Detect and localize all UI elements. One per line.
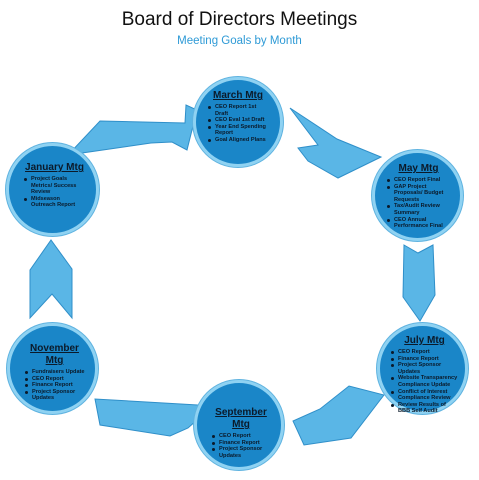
july-item: Finance Report bbox=[390, 356, 459, 363]
november-item: CEO Report bbox=[24, 376, 85, 383]
july-item: Review Results of BBB Self Audit bbox=[390, 402, 459, 415]
july-meeting-node: July Mtg CEO Report Finance Report Proje… bbox=[377, 323, 468, 414]
july-meeting-title: July Mtg bbox=[404, 335, 445, 346]
march-meeting-title: March Mtg bbox=[213, 90, 263, 101]
july-item: Website Transparency Compliance Update bbox=[390, 375, 459, 388]
may-meeting-title: May Mtg bbox=[398, 163, 439, 174]
march-meeting-node: March Mtg CEO Report 1st Draft CEO Eval … bbox=[193, 77, 283, 167]
july-item: CEO Report bbox=[390, 349, 459, 356]
arrow-july-to-september bbox=[292, 385, 385, 446]
arrow-january-to-march bbox=[66, 104, 198, 156]
november-item: Project Sponsor Updates bbox=[24, 389, 85, 402]
arrow-november-to-january bbox=[29, 239, 73, 320]
january-item: Midseason Outreach Report bbox=[23, 196, 86, 209]
march-item: Goal Aligned Plans bbox=[207, 137, 269, 144]
november-meeting-node: November Mtg Fundraisers Update CEO Repo… bbox=[7, 323, 98, 414]
may-item: CEO Report Final bbox=[386, 177, 451, 184]
july-item: Conflict of Interest Compliance Review bbox=[390, 389, 459, 402]
march-item: Year End Spending Report bbox=[207, 124, 269, 137]
january-meeting-node: January Mtg Project Goals Metrics/ Succe… bbox=[6, 143, 99, 236]
may-meeting-node: May Mtg CEO Report Final GAP Project Pro… bbox=[372, 150, 463, 241]
may-item: GAP Project Proposals/ Budget Requests bbox=[386, 184, 451, 204]
september-meeting-node: September Mtg CEO Report Finance Report … bbox=[194, 380, 284, 470]
november-meeting-title: November Mtg bbox=[30, 343, 79, 366]
november-item: Fundraisers Update bbox=[24, 369, 85, 376]
arrow-september-to-november bbox=[94, 398, 199, 437]
may-item: CEO Annual Performance Final bbox=[386, 217, 451, 230]
march-item: CEO Eval 1st Draft bbox=[207, 117, 269, 124]
page-title: Board of Directors Meetings bbox=[121, 9, 358, 30]
november-item: Finance Report bbox=[24, 382, 85, 389]
september-item: Project Sponsor Updates bbox=[211, 446, 271, 459]
july-item: Project Sponsor Updates bbox=[390, 362, 459, 375]
may-item: Tax/Audit Review Summary bbox=[386, 203, 451, 216]
arrow-march-to-may bbox=[289, 107, 383, 179]
september-item: CEO Report bbox=[211, 433, 271, 440]
september-item: Finance Report bbox=[211, 440, 271, 447]
september-meeting-title: September Mtg bbox=[215, 407, 267, 430]
january-item: Project Goals Metrics/ Success Review bbox=[23, 176, 86, 196]
page-subtitle: Meeting Goals by Month bbox=[177, 35, 302, 47]
january-meeting-title: January Mtg bbox=[25, 162, 84, 173]
march-item: CEO Report 1st Draft bbox=[207, 104, 269, 117]
arrow-may-to-july bbox=[402, 244, 436, 322]
